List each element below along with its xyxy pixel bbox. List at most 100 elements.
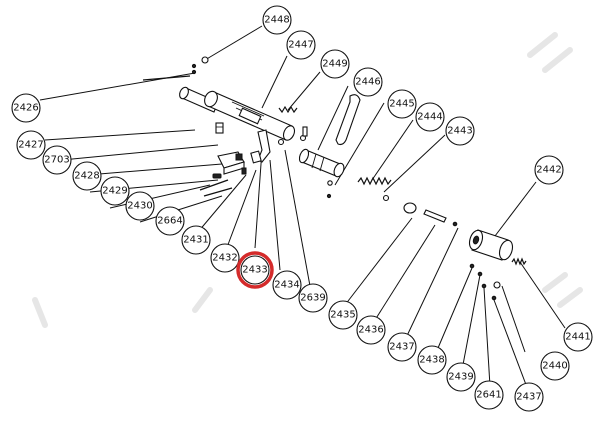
callout-label: 2703 [44,155,69,166]
callout-2437-upper[interactable]: 2437 [387,332,417,362]
callout-circle [415,102,445,132]
callout-2442[interactable]: 2442 [534,155,564,185]
part-bolt-handle [298,94,361,199]
callout-circle [42,145,72,175]
callout-label: 2437 [389,342,414,353]
callout-circle [155,206,185,236]
callout-label: 2446 [355,77,380,88]
callout-circle [387,332,417,362]
callout-2448[interactable]: 2448 [262,5,292,35]
callout-label: 2432 [212,253,237,264]
callout-circle [356,315,386,345]
callout-circle [387,89,417,119]
callout-label: 2438 [419,355,444,366]
callout-2438[interactable]: 2438 [417,345,447,375]
callout-2427[interactable]: 2427 [16,130,46,160]
callout-2433[interactable]: 2433 [240,255,270,285]
callout-2445[interactable]: 2445 [387,89,417,119]
callout-circle [240,255,270,285]
callout-circle [272,270,302,300]
callout-label: 2428 [74,171,99,182]
callout-circle [16,130,46,160]
callout-circle [125,191,155,221]
callout-2440[interactable]: 2440 [540,351,570,381]
callout-2641[interactable]: 2641 [474,380,504,410]
callout-label: 2436 [358,325,383,336]
part-block [217,151,245,175]
leader-lines [39,25,566,391]
part-end-spring [511,257,527,266]
callout-2439[interactable]: 2439 [446,362,476,392]
part-cylinder [468,229,514,261]
callout-circle [445,116,475,146]
callout-circle [563,322,593,352]
part-piston-rod [403,202,458,227]
callout-circle [320,49,350,79]
part-trigger-sear [250,126,308,164]
callout-label: 2434 [274,280,299,291]
callout-label: 2639 [300,293,325,304]
highlight-ring [236,251,274,289]
callout-circle [210,243,240,273]
callout-label: 2664 [157,216,182,227]
callout-circle [72,161,102,191]
callout-label: 2437 [516,392,541,403]
callout-2446[interactable]: 2446 [353,67,383,97]
part-small-pins [199,167,247,197]
callout-label: 2449 [322,59,347,70]
part-small-bits [469,263,501,301]
part-small-spring [278,105,298,114]
callout-label: 2444 [417,112,442,123]
callout-circle [286,30,316,60]
callout-2437-lower[interactable]: 2437 [514,382,544,412]
callout-2447[interactable]: 2447 [286,30,316,60]
callout-label: 2448 [264,15,289,26]
callout-circle [100,176,130,206]
callout-2429[interactable]: 2429 [100,176,130,206]
callout-2431[interactable]: 2431 [181,225,211,255]
callout-label: 2641 [476,390,501,401]
callout-2426[interactable]: 2426 [11,93,41,123]
callout-label: 2431 [183,235,208,246]
callout-2664[interactable]: 2664 [155,206,185,236]
callout-2432[interactable]: 2432 [210,243,240,273]
callout-label: 2445 [389,99,414,110]
callout-2428[interactable]: 2428 [72,161,102,191]
callout-2436[interactable]: 2436 [356,315,386,345]
callout-label: 2442 [536,165,561,176]
part-main-spring [357,176,392,202]
callout-2639[interactable]: 2639 [298,283,328,313]
callout-circle [298,283,328,313]
callout-2435[interactable]: 2435 [328,300,358,330]
callout-label: 2443 [447,126,472,137]
watermark [32,32,583,328]
callout-label: 2439 [448,372,473,383]
part-receiver-tube [204,90,296,141]
callout-label: 2440 [542,361,567,372]
callout-2703[interactable]: 2703 [42,145,72,175]
callout-circle [446,362,476,392]
callout-label: 2441 [565,332,590,343]
callout-2444[interactable]: 2444 [415,102,445,132]
callout-2430[interactable]: 2430 [125,191,155,221]
callout-circle [11,93,41,123]
callout-label: 2426 [13,103,38,114]
callout-circle [514,382,544,412]
callout-circle [353,67,383,97]
callout-label: 2430 [127,201,152,212]
callout-circle [262,5,292,35]
callout-label: 2447 [288,40,313,51]
callout-circle [540,351,570,381]
callout-label: 2433 [242,265,267,276]
callout-2443[interactable]: 2443 [445,116,475,146]
callout-circle [328,300,358,330]
callout-2449[interactable]: 2449 [320,49,350,79]
callout-label: 2435 [330,310,355,321]
callout-2441[interactable]: 2441 [563,322,593,352]
callout-2434[interactable]: 2434 [272,270,302,300]
part-screw [215,122,224,134]
part-pins-top [142,56,209,81]
callout-circle [181,225,211,255]
